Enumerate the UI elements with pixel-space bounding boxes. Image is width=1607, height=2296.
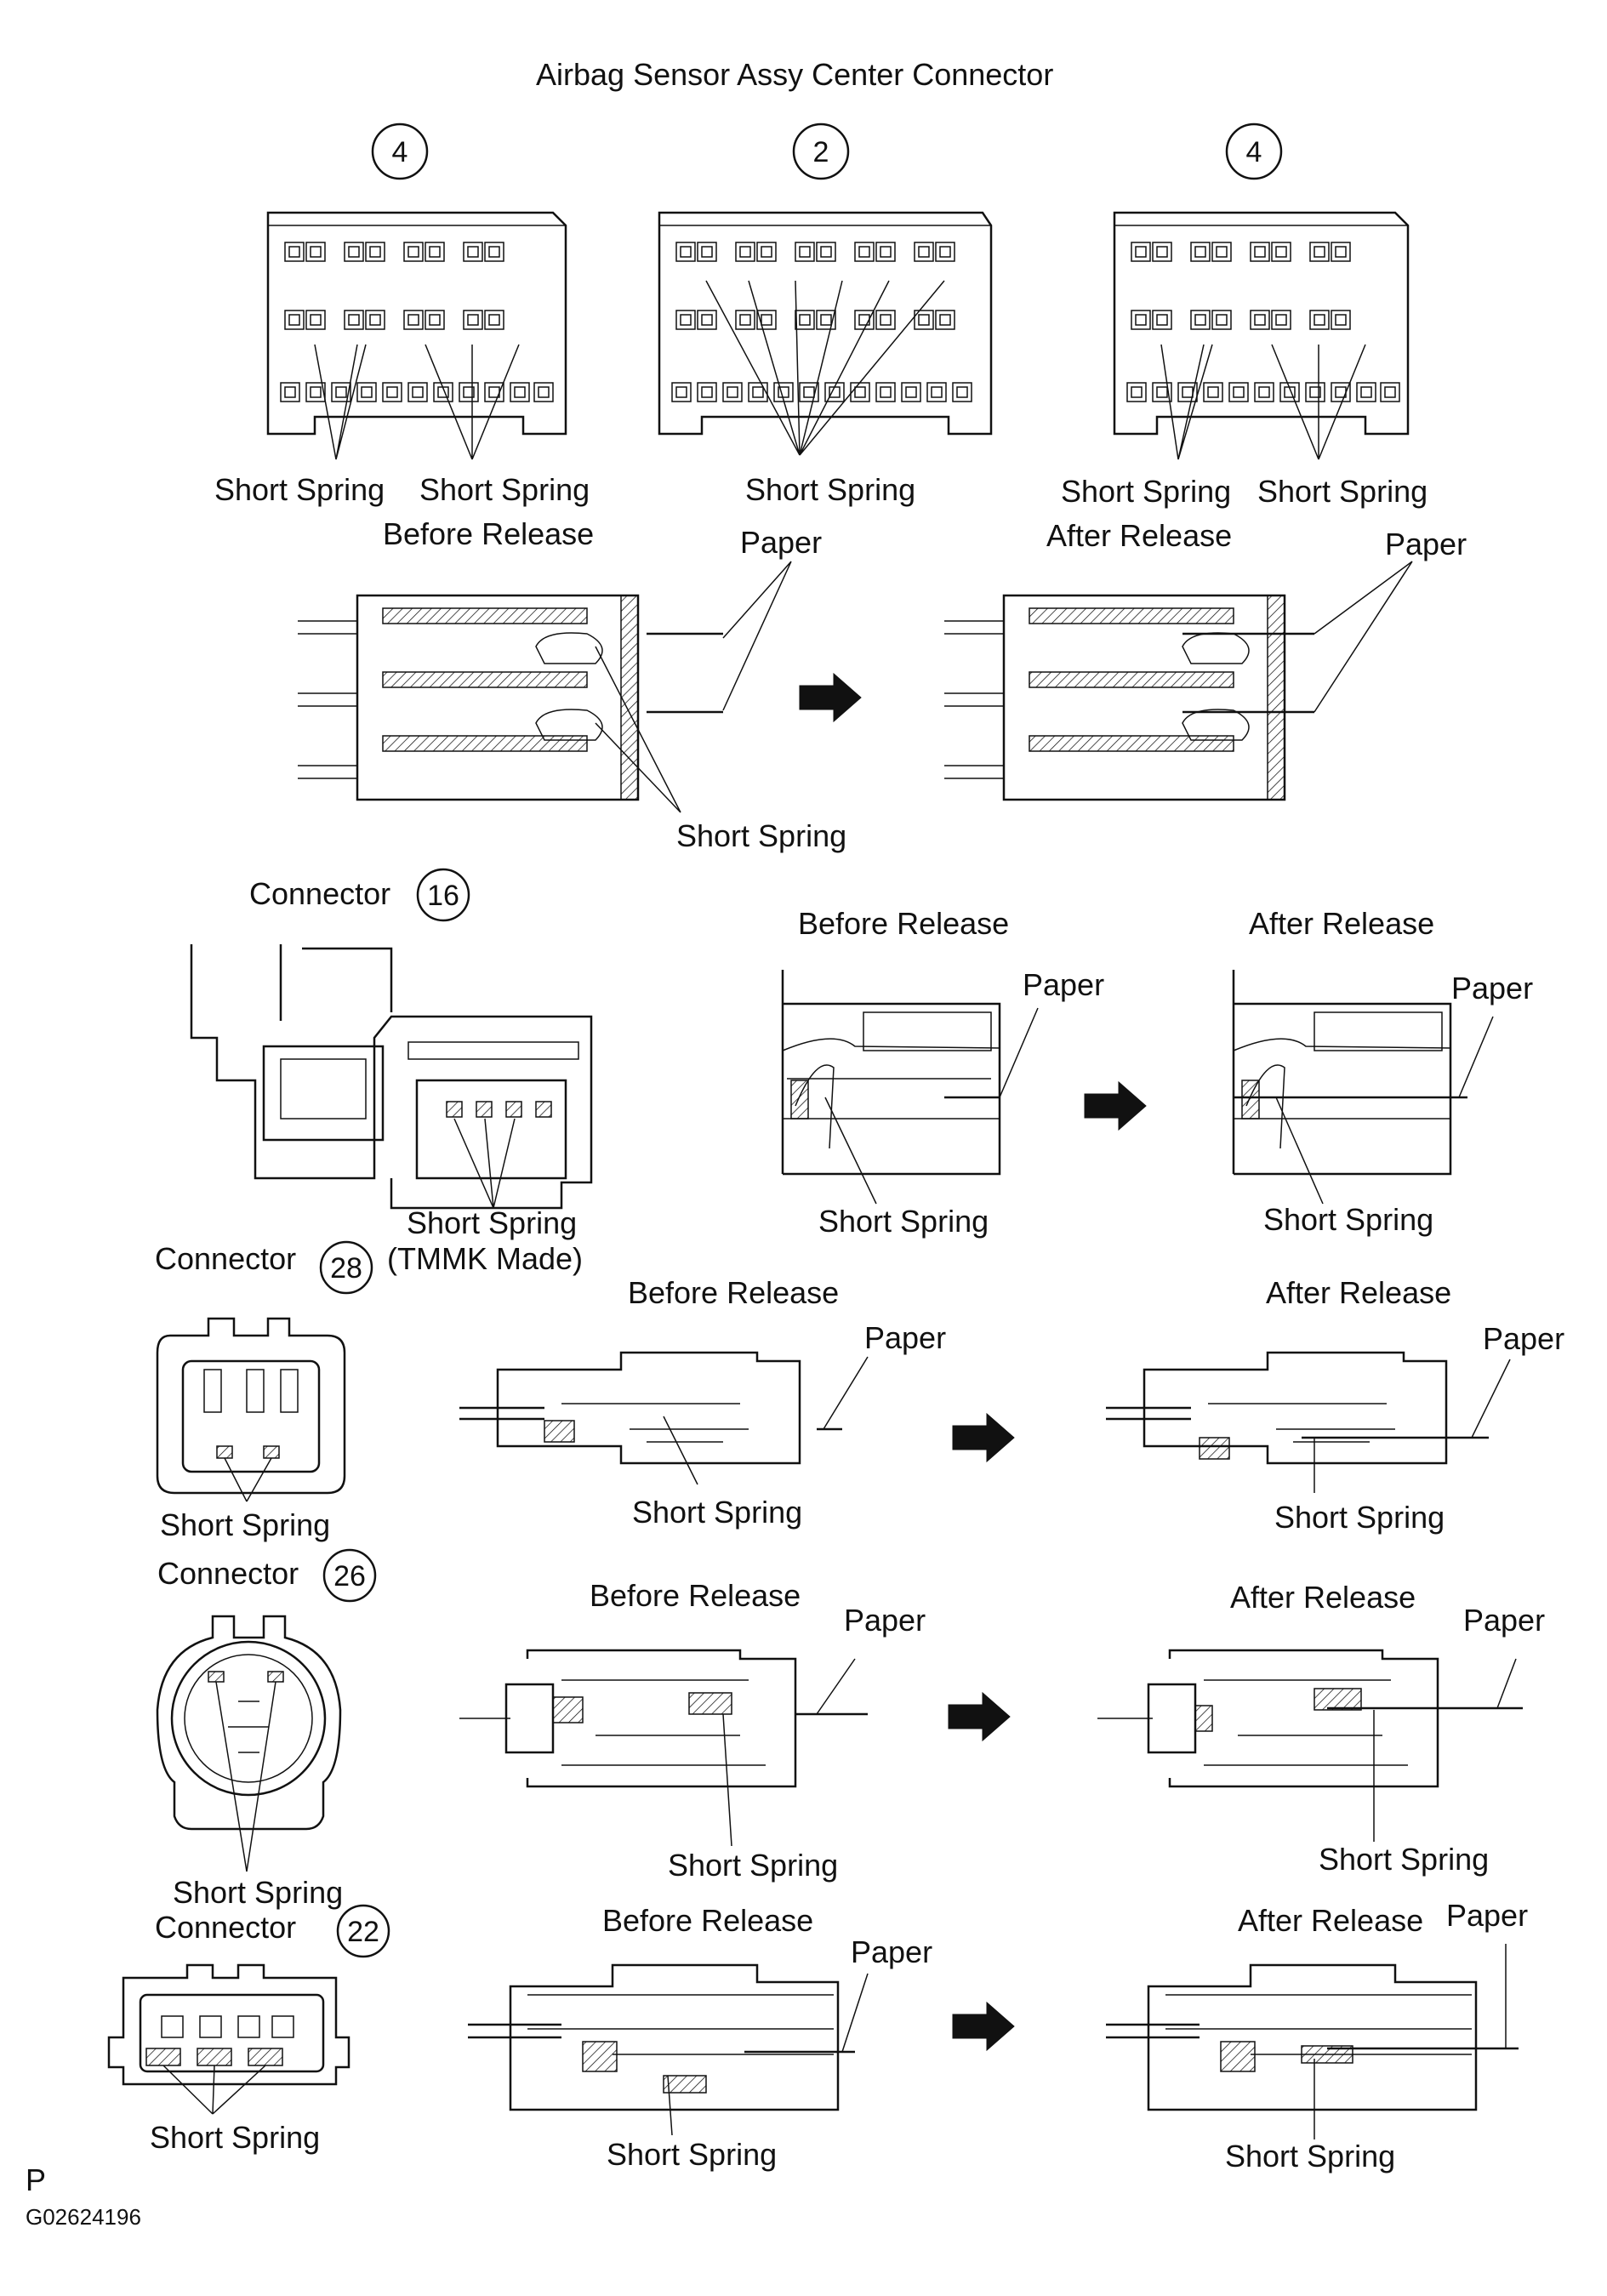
short-spring-label: Short Spring: [1257, 474, 1427, 509]
short-spring-label: Short Spring: [668, 1848, 838, 1883]
tmmk-made-label: (TMMK Made): [387, 1241, 583, 1276]
connector-number-26: 26: [322, 1548, 377, 1603]
connector-label: Connector: [155, 1910, 296, 1945]
paper-label: Paper: [864, 1320, 946, 1355]
cross-section-before: [298, 561, 792, 813]
short-spring-label: Short Spring: [1225, 2139, 1395, 2174]
short-spring-label: Short Spring: [1319, 1842, 1489, 1877]
connector-26-face: [156, 1615, 342, 1872]
paper-label: Paper: [844, 1603, 926, 1638]
page-title: Airbag Sensor Assy Center Connector: [536, 57, 1053, 92]
short-spring-label: Short Spring: [818, 1204, 989, 1239]
after-release-label: After Release: [1046, 518, 1232, 553]
short-spring-label: Short Spring: [214, 472, 385, 507]
svg-text:4: 4: [1246, 136, 1262, 168]
connector-16-face: [190, 944, 593, 1210]
svg-text:16: 16: [427, 880, 459, 912]
short-spring-label: Short Spring: [407, 1205, 577, 1240]
after-release-label: After Release: [1238, 1903, 1423, 1938]
cross-section-22-after: [1106, 1944, 1519, 2139]
before-release-label: Before Release: [383, 516, 594, 551]
short-spring-label: Short Spring: [173, 1875, 343, 1910]
connector-face-left: [266, 211, 567, 460]
connector-label: Connector: [157, 1556, 299, 1591]
paper-label: Paper: [1023, 967, 1104, 1002]
cross-section-26-before: [459, 1649, 868, 1847]
connector-number-16: 16: [416, 868, 470, 922]
cross-section-after: [944, 561, 1413, 801]
after-release-label: After Release: [1230, 1580, 1416, 1615]
before-release-label: Before Release: [602, 1903, 813, 1938]
paper-label: Paper: [740, 525, 822, 560]
short-spring-label: Short Spring: [676, 818, 846, 853]
arrow-icon: [948, 1692, 1011, 1741]
cross-section-26-after: [1097, 1649, 1523, 1842]
arrow-icon: [1084, 1081, 1147, 1131]
connector-label: Connector: [155, 1241, 296, 1276]
connector-28-face: [156, 1317, 346, 1502]
before-release-label: Before Release: [590, 1578, 801, 1613]
connector-22-face: [107, 1963, 350, 2115]
connector-number-center: 2: [792, 122, 850, 180]
short-spring-label: Short Spring: [419, 472, 590, 507]
svg-text:28: 28: [330, 1252, 362, 1285]
paper-label: Paper: [1463, 1603, 1545, 1638]
cross-section-16-before: [781, 970, 1039, 1205]
connector-number-right: 4: [1225, 122, 1283, 180]
cross-section-22-before: [468, 1963, 869, 2136]
short-spring-label: Short Spring: [745, 472, 915, 507]
cross-section-16-after: [1232, 970, 1494, 1205]
footer-letter: P: [26, 2162, 46, 2197]
connector-face-center: [658, 211, 993, 456]
cross-section-28-before: [459, 1351, 869, 1485]
svg-text:2: 2: [813, 136, 829, 168]
connector-number-28: 28: [319, 1240, 373, 1295]
short-spring-label: Short Spring: [1274, 1500, 1445, 1535]
svg-text:22: 22: [347, 1916, 379, 1948]
short-spring-label: Short Spring: [607, 2137, 777, 2172]
connector-number-left: 4: [371, 122, 429, 180]
paper-label: Paper: [1483, 1321, 1564, 1356]
arrow-icon: [799, 673, 862, 722]
paper-label: Paper: [1446, 1898, 1528, 1933]
short-spring-label: Short Spring: [632, 1495, 802, 1530]
paper-label: Paper: [1451, 971, 1533, 1006]
connector-number-22: 22: [336, 1904, 390, 1958]
short-spring-label: Short Spring: [1061, 474, 1231, 509]
svg-text:26: 26: [333, 1560, 366, 1592]
paper-label: Paper: [1385, 527, 1467, 561]
cross-section-28-after: [1106, 1351, 1511, 1493]
before-release-label: Before Release: [798, 906, 1009, 941]
after-release-label: After Release: [1266, 1275, 1451, 1310]
before-release-label: Before Release: [628, 1275, 839, 1310]
after-release-label: After Release: [1249, 906, 1434, 941]
short-spring-label: Short Spring: [160, 1507, 330, 1542]
short-spring-label: Short Spring: [150, 2120, 320, 2155]
arrow-icon: [952, 1413, 1015, 1462]
paper-label: Paper: [851, 1934, 932, 1969]
svg-text:4: 4: [392, 136, 408, 168]
connector-face-right: [1113, 211, 1410, 460]
arrow-icon: [952, 2002, 1015, 2051]
connector-label: Connector: [249, 876, 390, 911]
figure-code: G02624196: [26, 2204, 141, 2230]
short-spring-label: Short Spring: [1263, 1202, 1433, 1237]
